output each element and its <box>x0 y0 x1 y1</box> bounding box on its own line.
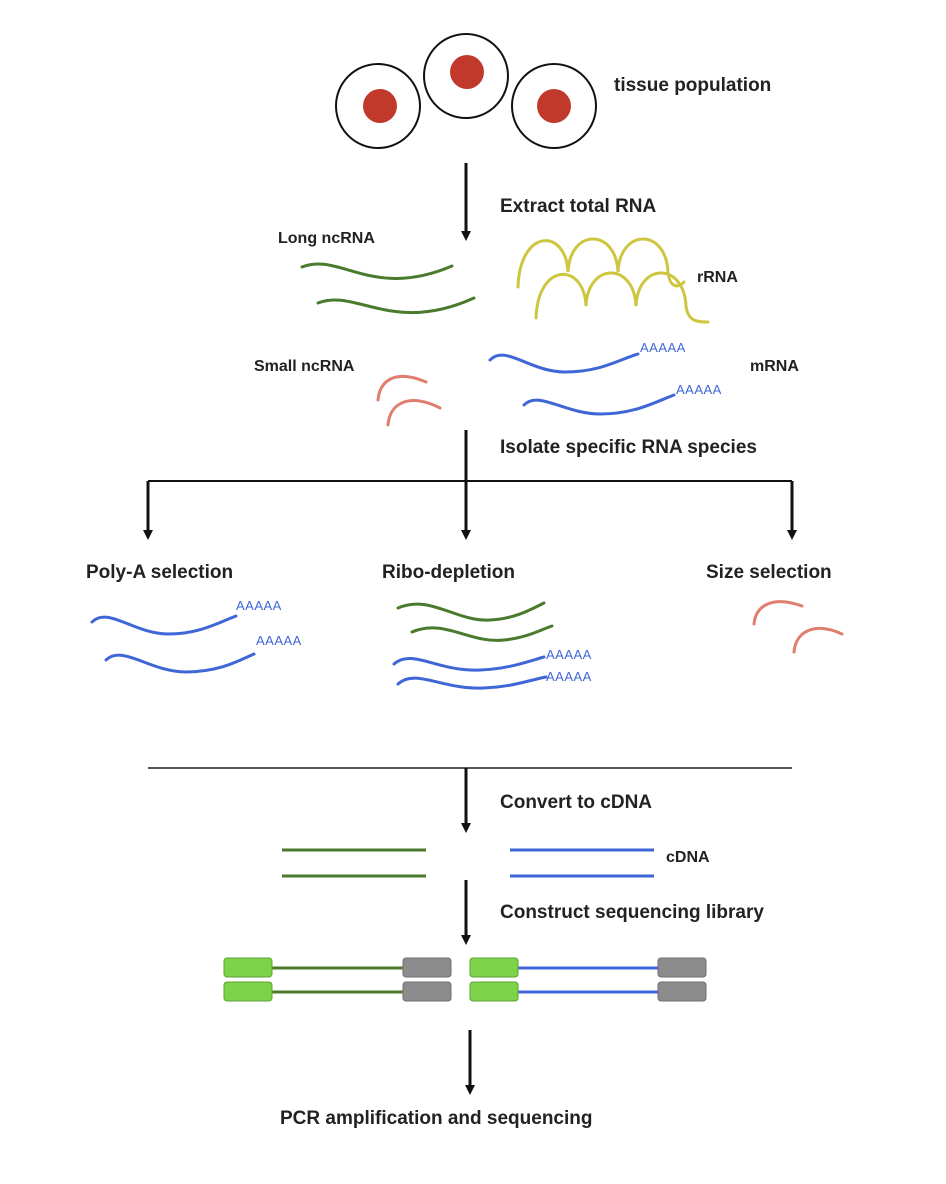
polya-tail: AAAAA <box>546 669 592 684</box>
adapter-right <box>657 981 707 1002</box>
polya-selected-mrna <box>90 614 256 674</box>
branch-ribo-label: Ribo-depletion <box>382 562 515 583</box>
polya-tail: AAAAA <box>256 633 302 648</box>
mrna-label: mRNA <box>750 358 799 375</box>
cdna-blue <box>510 848 654 878</box>
small-ncrna-strands <box>376 374 442 427</box>
mrna-strands <box>488 352 676 416</box>
tissue-population-label: tissue population <box>614 75 771 96</box>
cell-right <box>511 63 597 149</box>
adapter-right <box>402 981 452 1002</box>
polya-tail: AAAAA <box>236 598 282 613</box>
tissue-cells <box>335 33 597 149</box>
cell-left <box>335 63 421 149</box>
long-ncrna-label: Long ncRNA <box>278 230 375 247</box>
step-extract-label: Extract total RNA <box>500 196 657 217</box>
adapter-right <box>402 957 452 978</box>
cdna-label: cDNA <box>666 849 710 866</box>
library-fragments-green <box>223 957 452 1002</box>
small-ncrna-label: Small ncRNA <box>254 358 355 375</box>
step-isolate-label: Isolate specific RNA species <box>500 437 757 458</box>
adapter-left <box>223 957 273 978</box>
step-convert-label: Convert to cDNA <box>500 792 652 813</box>
adapter-right <box>657 957 707 978</box>
rrna-label: rRNA <box>697 269 738 286</box>
adapter-left <box>469 981 519 1002</box>
polya-tail: AAAAA <box>640 340 686 355</box>
step-pcr-label: PCR amplification and sequencing <box>280 1108 593 1129</box>
long-ncrna-strands <box>300 262 476 315</box>
polya-tail: AAAAA <box>676 382 722 397</box>
rrna-strands <box>516 237 710 324</box>
ribo-depleted-mrna <box>392 655 548 690</box>
cell-top <box>423 33 509 119</box>
nucleus <box>537 89 571 123</box>
ribo-depleted-ncrna <box>396 601 554 642</box>
nucleus <box>363 89 397 123</box>
branch-polya-label: Poly-A selection <box>86 562 233 583</box>
polya-tail: AAAAA <box>546 647 592 662</box>
nucleus <box>450 55 484 89</box>
branch-size-label: Size selection <box>706 562 832 583</box>
adapter-left <box>223 981 273 1002</box>
library-fragments-blue <box>469 957 707 1002</box>
step-library-label: Construct sequencing library <box>500 902 764 923</box>
cdna-green <box>282 848 426 878</box>
size-selected-small-ncrna <box>752 600 844 654</box>
adapter-left <box>469 957 519 978</box>
